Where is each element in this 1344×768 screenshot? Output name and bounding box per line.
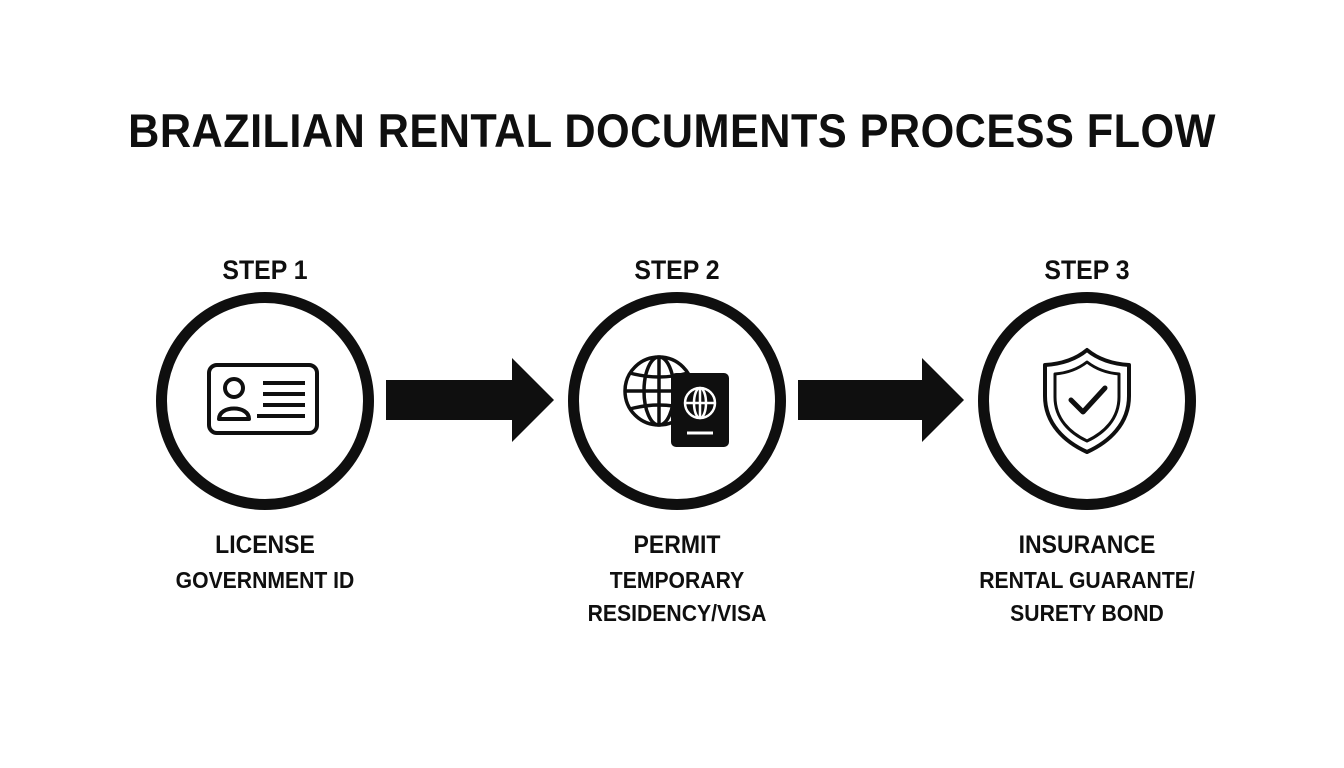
diagram-title: BRAZILIAN RENTAL DOCUMENTS PROCESS FLOW (128, 104, 1216, 157)
step-2-label: STEP 2 (634, 255, 720, 285)
step-3: STEP 3 INSURANCE RENTAL GUARANTE/ SURETY… (957, 250, 1217, 630)
step-2: STEP 2 PERMIT TEMPORARY RESIDENCY/ (547, 250, 807, 630)
globe-passport-icon (623, 355, 729, 447)
step-3-description: RENTAL GUARANTE/ SURETY BOND (979, 567, 1195, 626)
step-1-document: LICENSE (215, 531, 315, 559)
id-card-icon (207, 363, 319, 435)
step-2-description: TEMPORARY RESIDENCY/VISA (587, 567, 767, 626)
arrow-right-icon (798, 358, 964, 442)
step-3-document: INSURANCE (1018, 531, 1156, 559)
step-3-label: STEP 3 (1044, 255, 1130, 285)
step-1-description: GOVERNMENT ID (175, 567, 355, 593)
step-3-circle (978, 292, 1196, 510)
step-1: STEP 1 LICENSE GOVERNMENT ID (135, 250, 395, 597)
step-1-circle (156, 292, 374, 510)
step-2-document: PERMIT (633, 531, 721, 559)
step-1-label: STEP 1 (222, 255, 308, 285)
arrow-right-icon (386, 358, 554, 442)
shield-check-icon (1043, 348, 1131, 454)
step-2-circle (568, 292, 786, 510)
